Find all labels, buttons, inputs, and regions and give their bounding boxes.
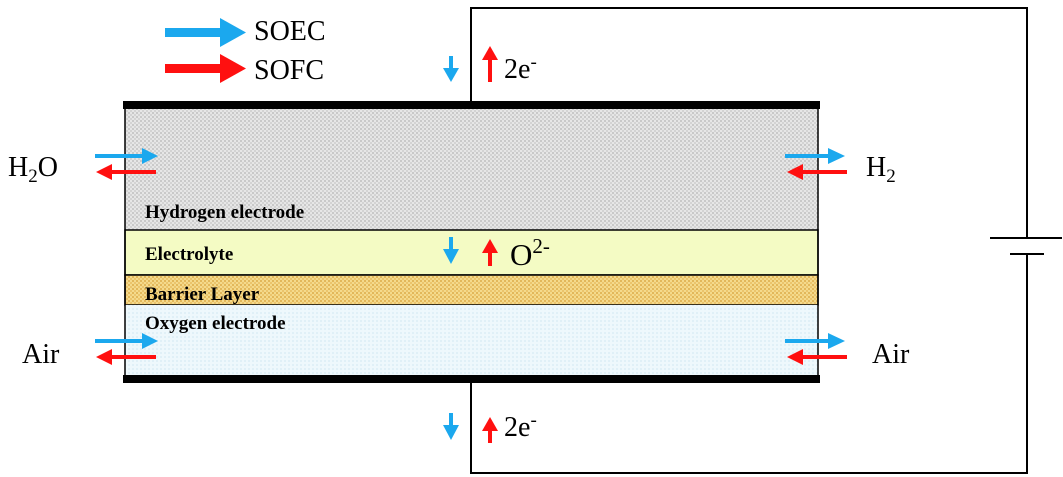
h2-label: H2 xyxy=(866,152,896,187)
electrons-bottom-text: 2e xyxy=(504,412,531,443)
electrons-top-soec-arrow-icon xyxy=(443,56,459,82)
electrons-bottom-soec-arrow-icon xyxy=(443,413,459,440)
oxygen-electrode-label: Oxygen electrode xyxy=(145,313,286,334)
electrons-bottom-label: 2e- xyxy=(504,411,537,443)
oxide-ion-charge: 2- xyxy=(532,234,550,258)
oxygen-electrode-layer xyxy=(125,305,818,378)
external-circuit xyxy=(470,7,1028,474)
air-left-sofc-arrow-icon xyxy=(96,349,156,365)
h2o-tail: O xyxy=(37,152,58,183)
oxide-ion-text: O xyxy=(510,237,533,272)
electrons-top-sofc-arrow-icon xyxy=(482,46,498,82)
electrons-bottom-charge: - xyxy=(530,410,537,431)
air-left-label: Air xyxy=(22,339,60,370)
air-right-sofc-arrow-icon xyxy=(787,349,847,365)
air-right-label: Air xyxy=(872,339,910,370)
h2-main: H xyxy=(866,152,887,183)
hydrogen-electrode-layer xyxy=(125,108,818,230)
h2-soec-arrow-icon xyxy=(785,148,845,164)
legend-sofc-label: SOFC xyxy=(254,55,325,86)
electrons-bottom-sofc-arrow-icon xyxy=(482,417,498,443)
h2o-soec-arrow-icon xyxy=(95,148,158,164)
barrier-layer xyxy=(124,274,819,306)
h2o-label: H2O xyxy=(8,152,58,187)
bottom-interconnect xyxy=(123,375,820,383)
oxide-ion-soec-arrow-icon xyxy=(443,237,459,264)
electrons-top-text: 2e xyxy=(504,54,531,85)
legend-soec-arrow-icon xyxy=(165,18,246,47)
h2o-subscript: 2 xyxy=(28,166,38,187)
electrolyte-label: Electrolyte xyxy=(145,244,234,265)
h2o-main: H xyxy=(8,152,29,183)
air-right-soec-arrow-icon xyxy=(785,333,845,349)
h2o-sofc-arrow-icon xyxy=(96,164,156,180)
h2-sofc-arrow-icon xyxy=(787,164,847,180)
legend-sofc-arrow-icon xyxy=(165,54,246,83)
h2-subscript: 2 xyxy=(886,166,896,187)
legend-soec-label: SOEC xyxy=(254,16,326,47)
hydrogen-electrode-label: Hydrogen electrode xyxy=(145,202,305,223)
barrier-layer-label: Barrier Layer xyxy=(145,284,260,305)
oxide-ion-sofc-arrow-icon xyxy=(482,239,498,266)
air-left-soec-arrow-icon xyxy=(95,333,158,349)
top-interconnect xyxy=(123,101,820,109)
electrons-top-label: 2e- xyxy=(504,53,537,85)
oxide-ion-label: O2- xyxy=(510,236,550,272)
electrons-top-charge: - xyxy=(530,52,537,73)
